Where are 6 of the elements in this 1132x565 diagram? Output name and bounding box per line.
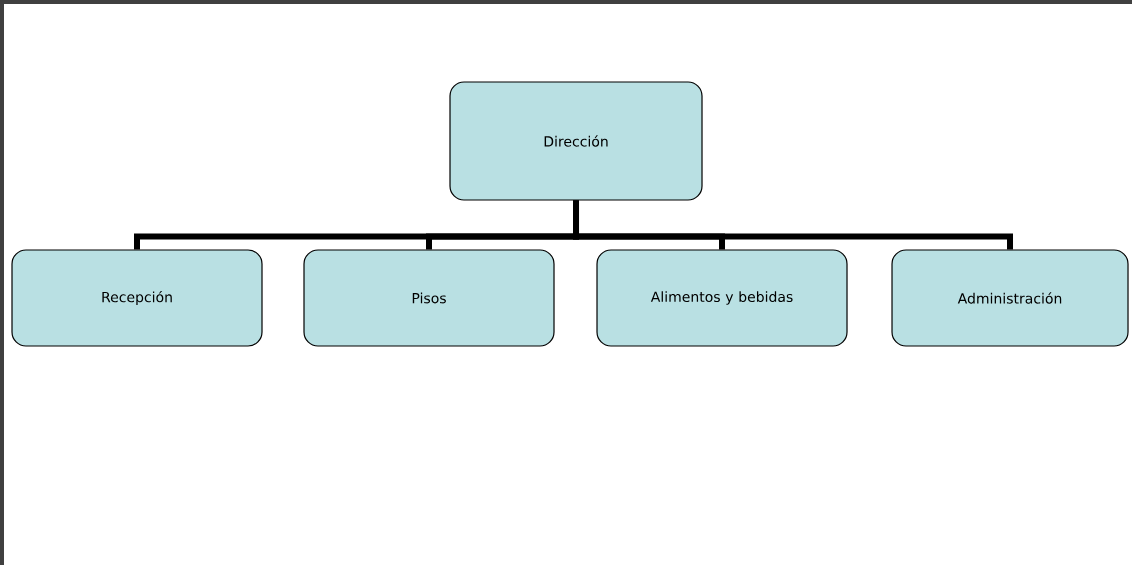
connector-line <box>573 200 1013 250</box>
org-box: Alimentos y bebidas <box>596 249 848 347</box>
org-box: Dirección <box>449 81 703 201</box>
org-box: Administración <box>891 249 1129 347</box>
org-box: Pisos <box>303 249 555 347</box>
org-box: Recepción <box>11 249 263 347</box>
